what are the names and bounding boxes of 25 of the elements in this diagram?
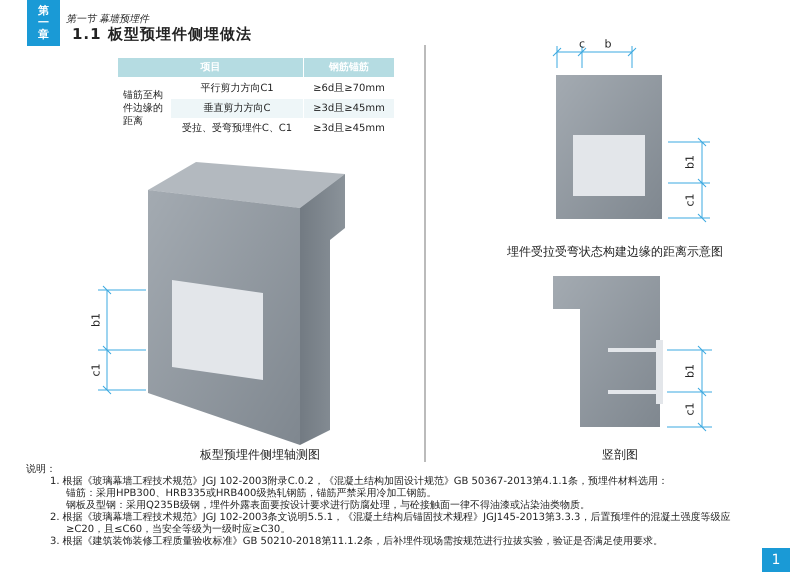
dimension-label: c1 — [684, 402, 696, 416]
table-cell: ≥3d且≥45mm — [304, 99, 394, 118]
table-header: 项目 — [118, 58, 303, 77]
dimension-label: b1 — [684, 364, 696, 378]
note-heading: 说明： — [26, 464, 57, 476]
dimension-label: b1 — [684, 155, 696, 169]
section-subtitle: 第一节 幕墙预埋件 — [66, 12, 150, 26]
table-cell: 垂直剪力方向C — [171, 99, 303, 118]
dimension-label: c1 — [684, 193, 696, 207]
note-text: 1. 根据《玻璃幕墙工程技术规范》JGJ 102-2003附录C.0.2，《混凝土结构加固设计规范》GB 50367-2013第4.1.1条，预埋件材料选用： — [49, 476, 669, 488]
dimension-label: c1 — [90, 363, 102, 377]
chapter-tab: 第一章 — [27, 0, 60, 46]
table-header: 钢筋锚筋 — [304, 58, 394, 77]
dimension-label: c — [578, 38, 586, 50]
figure-caption: 埋件受拉受弯状态构建边缘的距离示意图 — [507, 244, 723, 260]
note-text: 3. 根据《建筑装饰装修工程质量验收标准》GB 50210-2018第11.1.2条，后补埋件现场需按规范进行拉拔实验，验证是否满足使用要求。 — [49, 536, 664, 548]
figure-caption: 板型预埋件侧埋轴测图 — [200, 446, 320, 464]
dimension-label: b1 — [90, 313, 102, 327]
page-title: 1.1 板型预埋件侧埋做法 — [72, 25, 252, 44]
page-number: 1 — [762, 548, 790, 572]
figure-caption: 竖剖图 — [602, 446, 638, 464]
dimension-label: b — [604, 38, 612, 50]
note-text: 钢板及型钢：采用Q235B级钢，埋件外露表面要按设计要求进行防腐处理，与砼接触面一律不得油漆或沾染油类物质。 — [65, 500, 591, 512]
note-text: 2. 根据《玻璃幕墙工程技术规范》JGJ 102-2003条文说明5.5.1，《混凝土结构后锚固技术规程》JGJ145-2013第3.3.3，后置预埋件的混凝土强度等级应≥C20，且≤C60，当安全等级为一级时应≥C30。 — [49, 512, 732, 536]
note-text: 锚筋：采用HPB300、HRB335或HRB400级热轧钢筋，锚筋严禁采用冷加工钢筋。 — [65, 488, 438, 500]
